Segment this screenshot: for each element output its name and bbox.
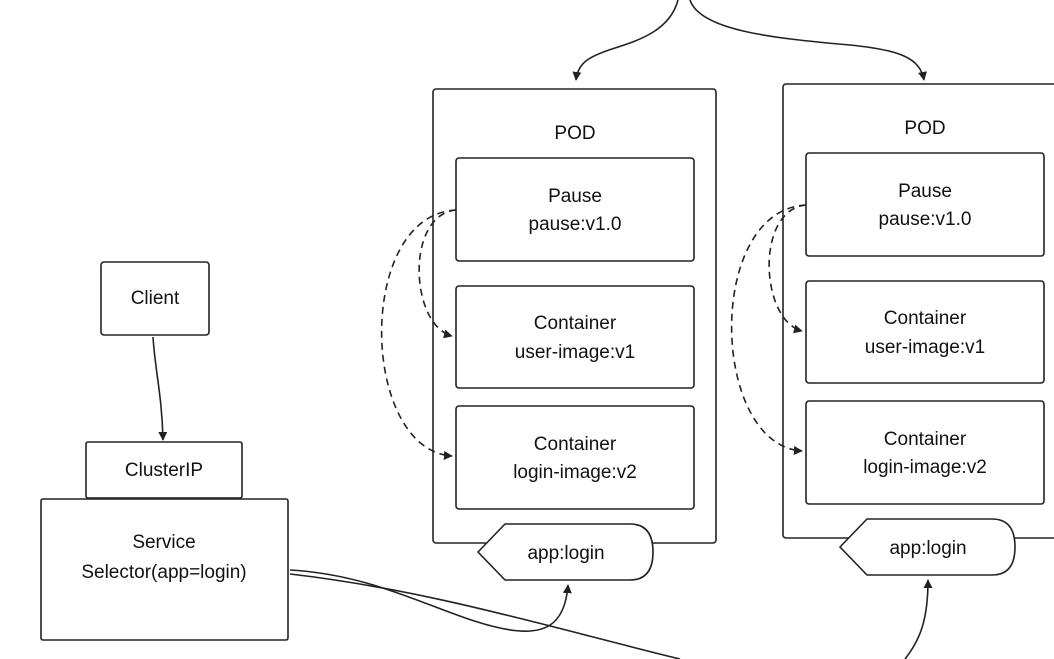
deploy-arrow-pod-2: [689, 0, 927, 81]
pause-to-login-dashed-arrow: [730, 204, 807, 455]
pause-name: Pause: [898, 181, 952, 202]
pause-container-box: [805, 152, 1045, 257]
clusterip-label: ClusterIP: [125, 460, 203, 481]
pause-image: pause:v1.0: [529, 214, 622, 235]
client-to-clusterip-arrow: [152, 336, 168, 441]
deploy-arrow-pod-1: [572, 0, 679, 81]
service-selector: Selector(app=login): [81, 562, 246, 583]
container-name: Container: [534, 313, 617, 334]
pod-label: app:login: [527, 543, 604, 564]
container-image: user-image:v1: [515, 342, 635, 363]
pod-title: POD: [554, 123, 595, 144]
client-label: Client: [131, 288, 180, 309]
pod-label: app:login: [889, 538, 966, 559]
container-name: Container: [884, 429, 967, 450]
pause-image: pause:v1.0: [879, 209, 972, 230]
service-box: Service Selector(app=login): [40, 498, 289, 641]
login-container-box: [805, 400, 1045, 505]
user-container-box: [455, 285, 695, 389]
container-name: Container: [884, 308, 967, 329]
service-title: Service: [132, 532, 195, 553]
pod-title: POD: [904, 118, 945, 139]
pause-to-user-dashed-arrow: [418, 209, 457, 339]
user-container-box: [805, 280, 1045, 384]
pod-2-label-tag: app:login: [838, 518, 1016, 576]
pause-container-box: [455, 157, 695, 262]
client-box: Client: [100, 261, 210, 336]
selector-to-pod-1-arrow: [289, 569, 572, 632]
login-container-box: [455, 405, 695, 510]
container-image: login-image:v2: [863, 457, 987, 478]
clusterip-box: ClusterIP: [85, 441, 243, 499]
pod-1: POD Pause pause:v1.0 Container user-imag…: [380, 88, 717, 544]
pause-name: Pause: [548, 186, 602, 207]
selector-to-pod-2-arrow: [289, 574, 928, 659]
container-image: user-image:v1: [865, 337, 985, 358]
pause-to-user-dashed-arrow: [768, 204, 807, 334]
container-name: Container: [534, 434, 617, 455]
pause-to-login-dashed-arrow: [380, 209, 457, 460]
pod-1-label-tag: app:login: [476, 523, 654, 581]
pod-2: POD Pause pause:v1.0 Container user-imag…: [730, 83, 1054, 539]
container-image: login-image:v2: [513, 462, 637, 483]
